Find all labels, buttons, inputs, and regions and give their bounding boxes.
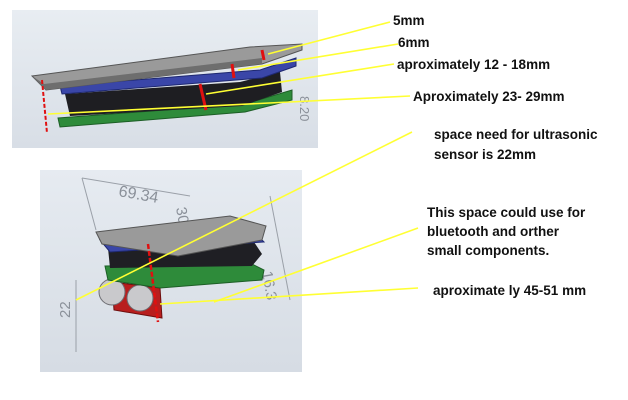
leader-23-29mm [47,95,411,115]
dimension-bottom-width: 69.34 [117,183,159,207]
annotation-45-51mm: aproximate ly 45-51 mm [433,283,587,298]
leader-12-18mm [205,63,395,95]
ultrasonic-transducer-right [126,284,154,312]
marker-6mm [230,63,236,79]
blue-tray [59,57,297,95]
annotation-ultrasonic-line1: space need for ultrasonic [434,127,598,142]
ultrasonic-transducer-left [98,278,126,306]
leader-6mm [237,43,399,71]
leader-45-51mm [159,287,419,305]
lid-front [32,58,262,90]
dimension-bottom-side-upper: 30 [172,206,192,225]
annotation-23-29mm: Aproximately 23- 29mm [413,89,565,104]
annotation-bluetooth-line2: bluetooth and orther [427,224,559,239]
dimension-bottom-side-lower: 16.3 [258,270,280,302]
marker-45-51mm [146,243,160,323]
leader-bluetooth [213,227,419,303]
bottom-model: 69.34 30 16.3 22 [57,177,291,352]
annotation-bluetooth-line1: This space could use for [427,205,586,220]
leader-ultrasonic [75,131,413,301]
annotation-5mm: 5mm [393,13,425,28]
marker-5mm [260,49,266,61]
top-model: 8.20 [30,43,312,134]
dimension-top-side: 8.20 [297,96,312,121]
leader-5mm [267,21,391,55]
dimension-bottom-height: 22 [57,301,74,318]
leader-lines [47,21,419,305]
annotation-bluetooth-line3: small components. [427,243,550,258]
annotation-ultrasonic-line2: sensor is 22mm [434,147,537,162]
annotation-6mm: 6mm [398,35,430,50]
annotation-12-18mm: aproximately 12 - 18mm [397,57,551,72]
marker-23-29mm [41,79,48,134]
